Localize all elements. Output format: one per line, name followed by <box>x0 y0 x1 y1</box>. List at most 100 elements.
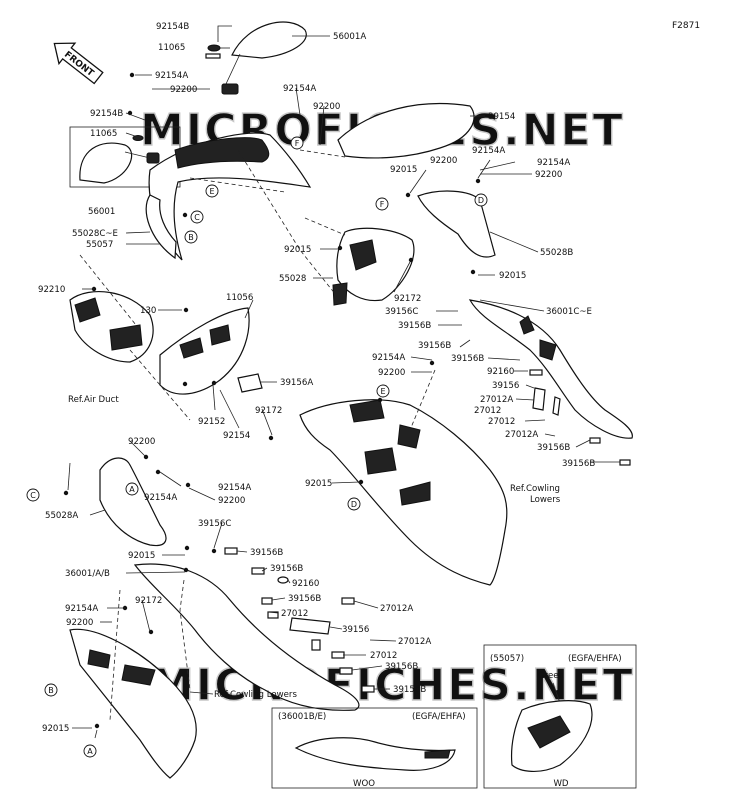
part-label: 92154A <box>218 483 251 493</box>
marker-a-1: A <box>125 482 139 496</box>
svg-text:A: A <box>87 747 93 756</box>
part-label: 92152 <box>198 417 225 427</box>
part-label: 11065 <box>158 43 185 53</box>
part-label: 39156B <box>418 341 451 351</box>
part-label: 92154A <box>372 353 405 363</box>
leader-lines <box>67 25 620 739</box>
marker-f-2: F <box>375 197 389 211</box>
part-label: 36001C~E <box>546 307 592 317</box>
side-panel-55028B-part <box>417 190 496 258</box>
svg-text:B: B <box>48 686 54 695</box>
part-label: 27012 <box>474 406 501 416</box>
svg-text:A: A <box>129 485 135 494</box>
part-label: 56001 <box>88 207 115 217</box>
part-label: 92160 <box>292 579 319 589</box>
part-label: 39156B <box>250 548 283 558</box>
part-label: 92015 <box>305 479 332 489</box>
part-label: 39156C <box>198 519 231 529</box>
part-label: 39156B <box>562 459 595 469</box>
part-label: 92172 <box>394 294 421 304</box>
air-duct-part <box>69 291 154 363</box>
part-label: 92015 <box>499 271 526 281</box>
figure-code: F2871 <box>672 21 700 31</box>
part-label: 92154A <box>472 146 505 156</box>
inset-right-part: (55057) <box>490 654 524 664</box>
part-labels: 92154B 11065 56001A 92154A 92200 92154B … <box>38 22 595 734</box>
part-label: 92154B <box>156 22 189 32</box>
part-label: 92154 <box>223 431 250 441</box>
part-label: 92200 <box>128 437 155 447</box>
panel-55028A-part <box>99 457 167 547</box>
marker-c-1: C <box>190 210 204 224</box>
part-label: 27012A <box>398 637 431 647</box>
part-label: 92154A <box>537 158 570 168</box>
gasket-11065-top <box>205 53 221 59</box>
part-label: 36001/A/B <box>65 569 110 579</box>
marker-c-2: C <box>26 488 40 502</box>
part-label: 27012 <box>488 417 515 427</box>
part-label: 39156 <box>492 381 519 391</box>
part-label: 11065 <box>90 129 117 139</box>
part-label: 92200 <box>535 170 562 180</box>
part-label: 55028B <box>540 248 573 258</box>
part-label: 92210 <box>38 285 65 295</box>
svg-text:E: E <box>380 387 385 396</box>
part-label: 92172 <box>135 596 162 606</box>
part-label: 92015 <box>128 551 155 561</box>
part-label: 92200 <box>313 102 340 112</box>
inset-left-footer: WOO <box>353 779 375 789</box>
part-label: 92015 <box>284 245 311 255</box>
marker-b-1: B <box>184 230 198 244</box>
part-label: 39156B <box>288 594 321 604</box>
part-label: 39156B <box>270 564 303 574</box>
marker-d-2: D <box>347 497 361 511</box>
part-label: 92154A <box>155 71 188 81</box>
upper-cowling-part <box>145 132 312 261</box>
part-label: 27012 <box>281 609 308 619</box>
bracket-11056-part <box>159 307 250 395</box>
part-label: 39156A <box>280 378 313 388</box>
part-label: 27012A <box>480 395 513 405</box>
part-label: 56001A <box>333 32 366 42</box>
part-label: 92200 <box>430 156 457 166</box>
part-label: 130 <box>140 306 156 316</box>
inset-left-variant: (EGFA/EHFA) <box>412 712 466 722</box>
svg-text:D: D <box>478 196 484 205</box>
windscreen-part <box>337 103 475 159</box>
part-label: 27012 <box>370 651 397 661</box>
svg-text:Lowers: Lowers <box>530 495 561 505</box>
pad-39156A-part <box>237 373 263 393</box>
middle-cowling-part <box>299 399 508 586</box>
svg-text:F: F <box>380 200 385 209</box>
part-label: 55028A <box>45 511 78 521</box>
mirror-right-part <box>221 21 307 95</box>
inset-left: (36001B/E) (EGFA/EHFA) WOO <box>271 707 478 789</box>
part-label: 39156B <box>537 443 570 453</box>
marker-f-1: F <box>290 136 304 150</box>
part-label: 55057 <box>86 240 113 250</box>
part-label: 92015 <box>390 165 417 175</box>
svg-text:B: B <box>188 233 194 242</box>
part-label: 92160 <box>487 367 514 377</box>
part-label: 92154B <box>90 109 123 119</box>
marker-e-1: E <box>205 184 219 198</box>
part-label: 55028 <box>279 274 306 284</box>
part-label: 92172 <box>255 406 282 416</box>
svg-text:F: F <box>295 139 300 148</box>
ref-air-duct: Ref.Air Duct <box>68 395 119 405</box>
inset-right: (55057) (EGFA/EHFA) Green WD <box>483 644 637 789</box>
part-label: 27012A <box>380 604 413 614</box>
ref-cowling-lowers-left: Ref.Cowling Lowers <box>214 690 297 700</box>
front-arrow-icon: FRONT <box>53 42 104 85</box>
part-label: 39156B <box>451 354 484 364</box>
svg-text:Ref.Cowling: Ref.Cowling <box>510 484 560 494</box>
part-label: 39156C <box>385 307 418 317</box>
washer-11065-top <box>207 44 221 52</box>
part-label: 92200 <box>170 85 197 95</box>
inset-left-part: (36001B/E) <box>278 712 326 722</box>
part-label: 92154A <box>283 84 316 94</box>
svg-text:D: D <box>351 500 357 509</box>
svg-text:C: C <box>194 213 200 222</box>
inset-right-footer: WD <box>553 779 568 789</box>
